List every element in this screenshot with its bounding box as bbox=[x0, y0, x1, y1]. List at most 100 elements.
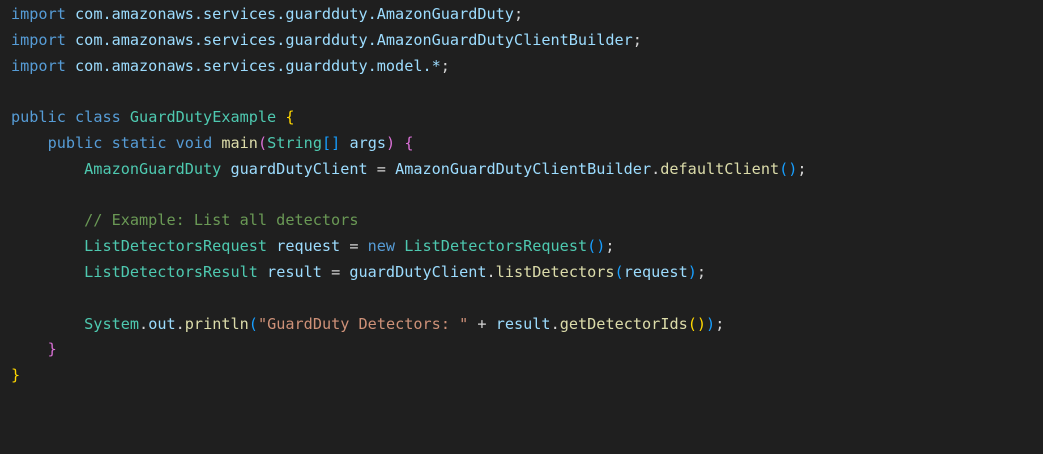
code-token-plain: ; bbox=[513, 5, 524, 23]
code-token-bracket3: () bbox=[587, 237, 606, 256]
code-token-ident: com.amazonaws.services.guardduty.model.* bbox=[75, 56, 441, 75]
code-token-ident: guardDutyClient bbox=[349, 262, 487, 281]
code-token-ident: guardDutyClient bbox=[230, 159, 368, 178]
code-token-plain: . bbox=[651, 159, 661, 178]
code-token-func: getDetectorIds bbox=[559, 314, 688, 333]
code-token-plain bbox=[11, 211, 84, 229]
code-line[interactable]: AmazonGuardDuty guardDutyClient = Amazon… bbox=[11, 157, 1043, 183]
code-token-ident: AmazonGuardDutyClientBuilder bbox=[395, 159, 652, 178]
code-token-plain: . bbox=[175, 314, 185, 333]
code-line[interactable]: } bbox=[11, 363, 1043, 389]
code-token-plain: + bbox=[468, 314, 496, 333]
code-token-keyword: import bbox=[11, 56, 66, 75]
code-line[interactable]: ListDetectorsRequest request = new ListD… bbox=[11, 234, 1043, 260]
code-token-plain bbox=[166, 134, 175, 152]
code-token-plain: . bbox=[550, 314, 560, 333]
code-token-func: println bbox=[184, 314, 249, 333]
code-token-bracket1: } bbox=[11, 366, 21, 385]
code-token-plain bbox=[11, 134, 48, 152]
code-token-plain: ; bbox=[632, 30, 642, 49]
code-token-bracket3: ( bbox=[248, 314, 258, 333]
code-token-type: String bbox=[267, 133, 322, 152]
code-token-plain: ; bbox=[440, 56, 450, 75]
code-token-ident: request bbox=[623, 262, 688, 281]
code-token-keyword: void bbox=[175, 133, 213, 152]
code-token-plain bbox=[66, 57, 75, 75]
code-token-ident: result bbox=[495, 314, 551, 333]
code-token-plain bbox=[11, 160, 84, 178]
code-token-keyword: import bbox=[11, 30, 66, 49]
code-token-plain bbox=[212, 134, 221, 152]
code-token-type: AmazonGuardDuty bbox=[84, 159, 222, 178]
code-token-plain bbox=[11, 237, 84, 255]
code-line[interactable]: public static void main(String[] args) { bbox=[11, 131, 1043, 157]
code-token-bracket3: ( bbox=[614, 262, 624, 281]
code-token-plain: ; bbox=[797, 159, 807, 178]
code-line[interactable]: // Example: List all detectors bbox=[11, 208, 1043, 234]
code-line[interactable]: import com.amazonaws.services.guardduty.… bbox=[11, 54, 1043, 80]
code-token-plain bbox=[66, 31, 75, 49]
code-token-plain: = bbox=[367, 159, 396, 178]
code-token-plain: = bbox=[321, 262, 350, 281]
code-token-plain bbox=[276, 108, 285, 126]
code-token-bracket2: ( bbox=[257, 133, 268, 152]
code-line[interactable]: public class GuardDutyExample { bbox=[11, 105, 1043, 131]
code-token-keyword: static bbox=[111, 133, 167, 152]
code-token-plain bbox=[267, 237, 276, 255]
code-token-string: "GuardDuty Detectors: " bbox=[257, 314, 469, 333]
code-line[interactable]: System.out.println("GuardDuty Detectors:… bbox=[11, 312, 1043, 338]
code-token-plain bbox=[395, 134, 404, 152]
code-token-plain bbox=[66, 108, 75, 126]
code-token-comment: // Example: List all detectors bbox=[84, 211, 359, 230]
code-token-plain bbox=[11, 263, 84, 281]
code-token-keyword: public bbox=[11, 108, 66, 127]
code-token-plain: . bbox=[486, 262, 496, 281]
code-token-plain bbox=[121, 108, 130, 126]
code-token-bracket1: () bbox=[687, 314, 707, 333]
code-token-type: ListDetectorsResult bbox=[84, 262, 258, 281]
code-token-ident: out bbox=[148, 314, 176, 333]
code-token-bracket1: { bbox=[285, 108, 295, 127]
code-token-type: GuardDutyExample bbox=[129, 108, 277, 127]
code-line[interactable]: import com.amazonaws.services.guardduty.… bbox=[11, 2, 1043, 28]
code-line[interactable]: } bbox=[11, 337, 1043, 363]
code-token-ident: request bbox=[276, 237, 341, 256]
code-token-plain bbox=[11, 315, 84, 333]
code-token-ident: com.amazonaws.services.guardduty.AmazonG… bbox=[75, 30, 633, 49]
code-token-keyword: public bbox=[47, 133, 103, 152]
code-token-plain: ; bbox=[696, 262, 707, 281]
code-token-bracket2: ) bbox=[386, 133, 396, 152]
code-token-plain: ; bbox=[715, 314, 725, 333]
code-token-func: defaultClient bbox=[660, 159, 780, 178]
code-token-func: main bbox=[221, 133, 258, 152]
code-token-bracket2: } bbox=[47, 340, 57, 359]
code-token-plain bbox=[11, 340, 48, 358]
code-token-plain: = bbox=[340, 237, 368, 256]
code-token-ident: result bbox=[267, 262, 322, 281]
code-token-bracket3: ) bbox=[706, 314, 716, 333]
code-line[interactable] bbox=[11, 79, 1043, 105]
code-token-func: listDetectors bbox=[495, 262, 615, 281]
code-token-plain bbox=[66, 5, 75, 23]
code-token-bracket3: ) bbox=[687, 262, 697, 281]
code-token-bracket3: [] bbox=[321, 133, 341, 152]
code-line[interactable]: import com.amazonaws.services.guardduty.… bbox=[11, 28, 1043, 54]
code-token-plain: ; bbox=[605, 237, 615, 256]
code-token-ident: args bbox=[349, 133, 387, 152]
code-line[interactable] bbox=[11, 183, 1043, 209]
code-token-keyword: new bbox=[367, 237, 396, 256]
code-token-bracket3: () bbox=[779, 159, 798, 178]
code-line[interactable]: ListDetectorsResult result = guardDutyCl… bbox=[11, 260, 1043, 286]
code-line[interactable] bbox=[11, 286, 1043, 312]
code-token-keyword: class bbox=[75, 108, 121, 127]
code-token-plain bbox=[258, 263, 267, 281]
code-token-bracket2: { bbox=[404, 133, 414, 152]
code-token-plain bbox=[102, 134, 111, 152]
code-token-keyword: import bbox=[11, 5, 66, 23]
code-token-type: ListDetectorsRequest bbox=[84, 237, 268, 256]
code-token-plain: . bbox=[139, 314, 149, 333]
code-token-type: ListDetectorsRequest bbox=[404, 237, 588, 256]
code-token-type: System bbox=[84, 314, 140, 333]
code-token-plain bbox=[395, 237, 404, 255]
